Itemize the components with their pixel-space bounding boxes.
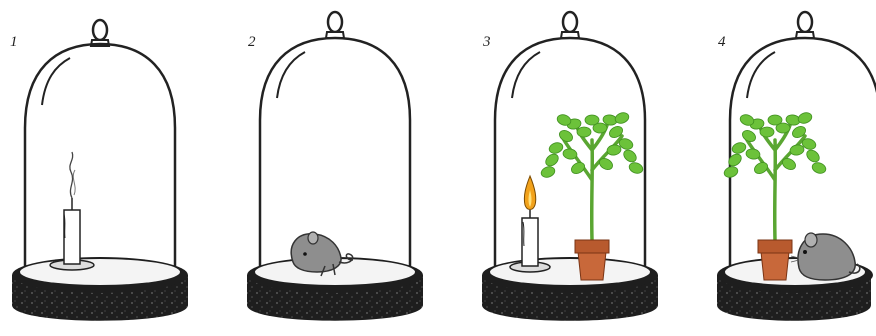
plant-stem	[747, 122, 805, 240]
leaf	[768, 115, 782, 125]
leaf	[804, 148, 821, 165]
leaf	[628, 161, 645, 175]
leaf	[606, 144, 622, 156]
leaf	[723, 165, 740, 179]
leaf	[811, 161, 828, 175]
flower-pot-rim	[758, 240, 792, 253]
panel-label-1: 1	[10, 34, 18, 50]
leaf	[569, 160, 586, 176]
extinguished-candle	[50, 152, 94, 270]
flower-pot	[578, 252, 606, 280]
flower-pot-rim	[575, 240, 609, 253]
leaf	[760, 127, 774, 137]
leaf	[585, 115, 599, 125]
leaf	[731, 141, 748, 155]
base-3	[482, 257, 658, 321]
bell-jar-2	[260, 12, 410, 268]
panel-label-3: 3	[482, 34, 491, 50]
panel-1: 1	[10, 20, 188, 321]
flower-pot	[761, 252, 789, 280]
leaf	[548, 141, 565, 155]
potted-plant	[540, 111, 645, 280]
panel-4: 4	[717, 12, 876, 321]
leaf	[540, 165, 557, 179]
burning-candle	[510, 176, 550, 272]
leaf	[752, 160, 769, 176]
panel-3: 3	[482, 12, 658, 321]
leaf	[543, 152, 560, 169]
base-1	[12, 257, 188, 321]
panel-label-2: 2	[248, 34, 256, 50]
panel-label-4: 4	[718, 34, 726, 50]
leaf	[577, 127, 591, 137]
panel-2: 2	[247, 12, 423, 321]
bell-jar-1	[25, 20, 175, 268]
mouse-sitting	[791, 233, 860, 280]
leaf	[557, 128, 574, 144]
leaf	[621, 148, 638, 165]
plant-stem	[564, 122, 622, 240]
leaf	[789, 144, 805, 156]
leaf	[740, 128, 757, 144]
